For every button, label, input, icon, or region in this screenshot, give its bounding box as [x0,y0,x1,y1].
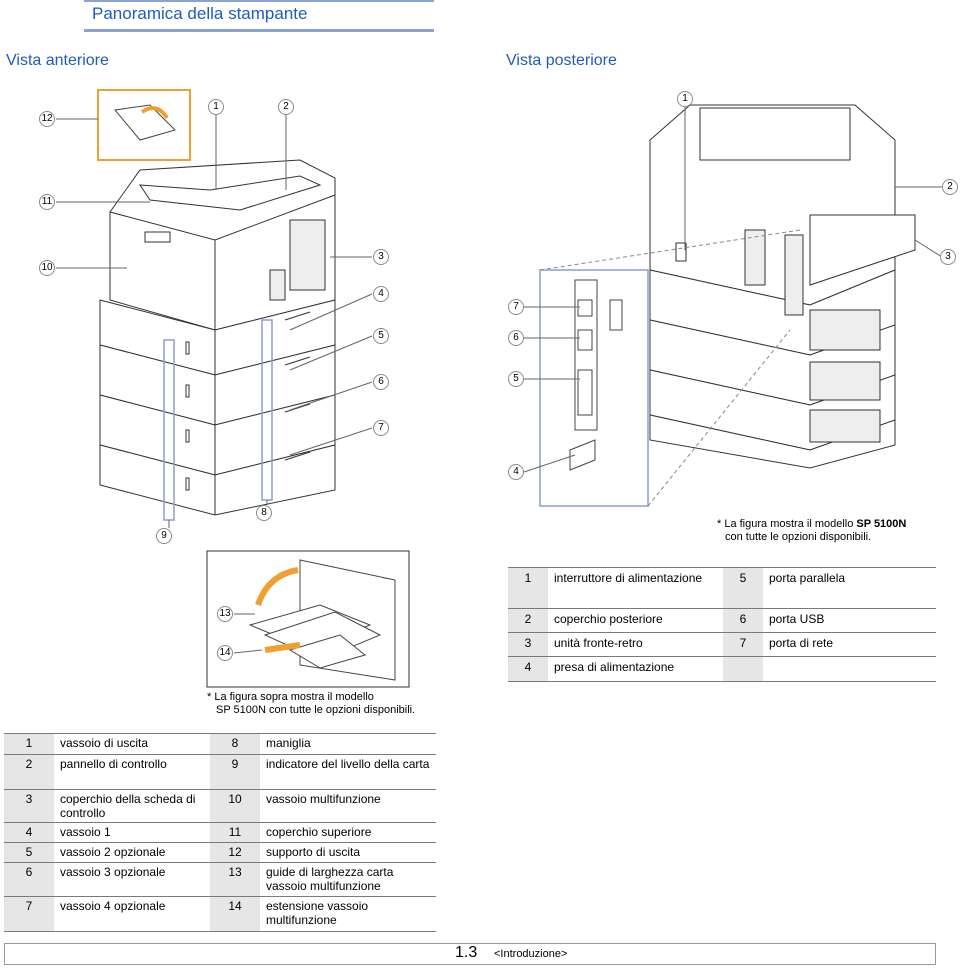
item-number: 14 [210,896,260,932]
item-number [723,656,763,682]
item-number: 10 [210,789,260,823]
item-label: vassoio 3 opzionale [60,865,166,879]
table-row: 4 presa di alimentazione [508,656,936,682]
callout-mp-guides: 13 [217,606,233,622]
item-number: 1 [4,733,54,755]
item-label: vassoio 4 opzionale [60,899,166,913]
footer-bar [4,943,936,965]
item-number: 11 [210,822,260,843]
table-row: 2 coperchio posteriore 6 porta USB [508,608,936,633]
item-label: unità fronte-retro [554,636,643,650]
callout-mp-tray: 10 [39,260,55,276]
callout-usb-port: 6 [508,330,524,346]
item-number: 3 [4,789,54,823]
callout-output-support: 12 [39,111,55,127]
item-number: 13 [210,862,260,897]
rear-note-prefix: * La figura mostra il modello [717,518,857,530]
table-row: 1 interruttore di alimentazione 5 porta … [508,567,936,609]
item-label: coperchio della scheda di controllo [60,792,196,820]
table-row: 2 pannello di controllo 9 indicatore del… [4,754,436,790]
callout-top-cover: 11 [39,194,55,210]
table-row: 7 vassoio 4 opzionale 14 estensione vass… [4,896,436,932]
front-view-heading: Vista anteriore [6,52,109,69]
item-number: 9 [210,754,260,790]
callout-tray-4: 7 [373,420,389,436]
item-label [763,657,936,682]
callout-control-board-cover: 3 [373,249,389,265]
item-number: 6 [4,862,54,897]
table-row: 5 vassoio 2 opzionale 12 supporto di usc… [4,842,436,863]
item-label: vassoio multifunzione [266,792,381,806]
callout-paper-level: 9 [156,528,172,544]
item-label: maniglia [266,736,311,750]
item-number: 5 [723,567,763,609]
callout-tray-3: 6 [373,374,389,390]
item-label: pannello di controllo [60,757,167,771]
item-label: supporto di uscita [266,845,361,859]
table-row: 1 vassoio di uscita 8 maniglia [4,733,436,755]
callout-tray-2: 5 [373,328,389,344]
callout-handle: 8 [256,505,272,521]
item-label: indicatore del livello della carta [266,757,430,771]
callout-power-receptacle: 4 [508,464,524,480]
front-components-table: 1 vassoio di uscita 8 maniglia 2 pannell… [4,733,436,932]
item-label: presa di alimentazione [554,660,675,674]
mp-tray-note: * La figura sopra mostra il modello SP 5… [207,691,447,717]
item-number: 7 [4,896,54,932]
item-number: 5 [4,842,54,863]
rear-note-model: SP 5100N [856,518,907,530]
item-number: 3 [508,632,548,657]
item-label: vassoio 2 opzionale [60,845,166,859]
item-label: porta di rete [769,636,834,650]
table-row: 4 vassoio 1 11 coperchio superiore [4,822,436,843]
rear-components-table: 1 interruttore di alimentazione 5 porta … [508,567,936,682]
table-row: 3 unità fronte-retro 7 porta di rete [508,632,936,657]
title-rule-top [84,0,434,2]
table-row: 3 coperchio della scheda di controllo 10… [4,789,436,823]
callout-duplex-unit: 3 [940,249,956,265]
item-number: 2 [508,608,548,633]
callout-control-panel: 2 [278,99,294,115]
section-label: <Introduzione> [494,948,568,960]
item-number: 1 [508,567,548,609]
item-number: 4 [508,656,548,682]
rear-view-note: * La figura mostra il modello SP 5100N c… [717,518,937,544]
table-row: 6 vassoio 3 opzionale 13 guide di larghe… [4,862,436,897]
mp-note-line1: * La figura sopra mostra il modello [207,691,374,703]
callout-network-port: 7 [508,299,524,315]
item-label: porta parallela [769,571,846,585]
item-number: 4 [4,822,54,843]
mp-note-line2: SP 5100N con tutte le opzioni disponibil… [216,704,416,716]
callout-mp-extension: 14 [217,645,233,661]
item-number: 6 [723,608,763,633]
rear-note-suffix: con tutte le opzioni disponibili. [725,531,872,543]
item-label: coperchio posteriore [554,612,663,626]
item-label: estensione vassoio multifunzione [266,899,369,927]
item-number: 2 [4,754,54,790]
callout-power-switch: 1 [677,91,693,107]
item-label: vassoio di uscita [60,736,149,750]
title-rule-bottom [84,29,434,32]
item-label: porta USB [769,612,825,626]
callout-rear-cover: 2 [942,179,958,195]
item-number: 8 [210,733,260,755]
item-number: 7 [723,632,763,657]
item-label: vassoio 1 [60,825,111,839]
item-label: interruttore di alimentazione [554,571,703,585]
item-label: coperchio superiore [266,825,372,839]
rear-view-heading: Vista posteriore [506,52,617,69]
page-number: 1.3 [455,944,478,961]
callout-tray-1: 4 [373,286,389,302]
page-title: Panoramica della stampante [92,4,308,23]
callout-output-tray: 1 [208,99,224,115]
callout-parallel-port: 5 [508,371,524,387]
item-label: guide di larghezza carta vassoio multifu… [266,865,394,893]
item-number: 12 [210,842,260,863]
